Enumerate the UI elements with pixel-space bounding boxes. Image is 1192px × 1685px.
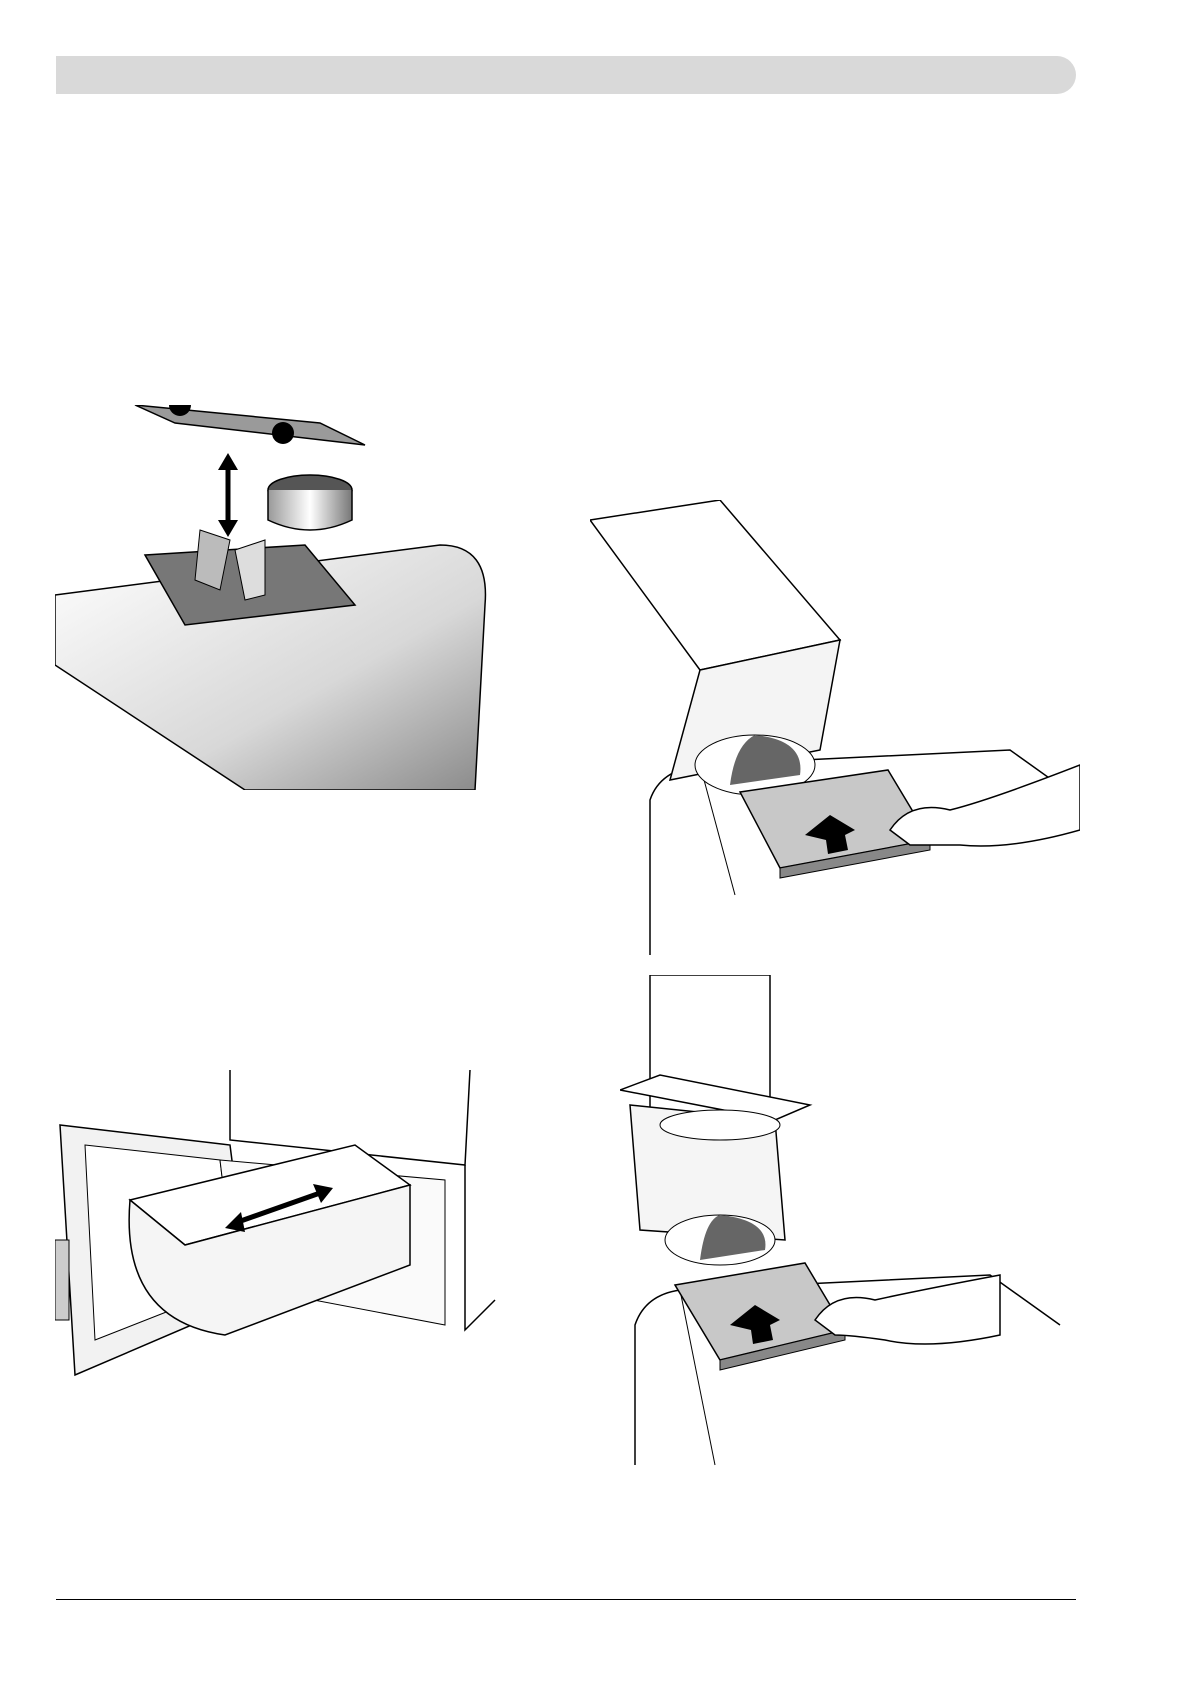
- ash-pan-removal-illustration: [55, 1070, 545, 1385]
- footer-rule: [56, 1599, 1076, 1600]
- lid-removal-illustration: [55, 405, 535, 790]
- header-bar: [56, 56, 1076, 94]
- flue-pipe-damper-illustration: [620, 975, 1080, 1475]
- flue-box-insertion-illustration: [590, 500, 1080, 960]
